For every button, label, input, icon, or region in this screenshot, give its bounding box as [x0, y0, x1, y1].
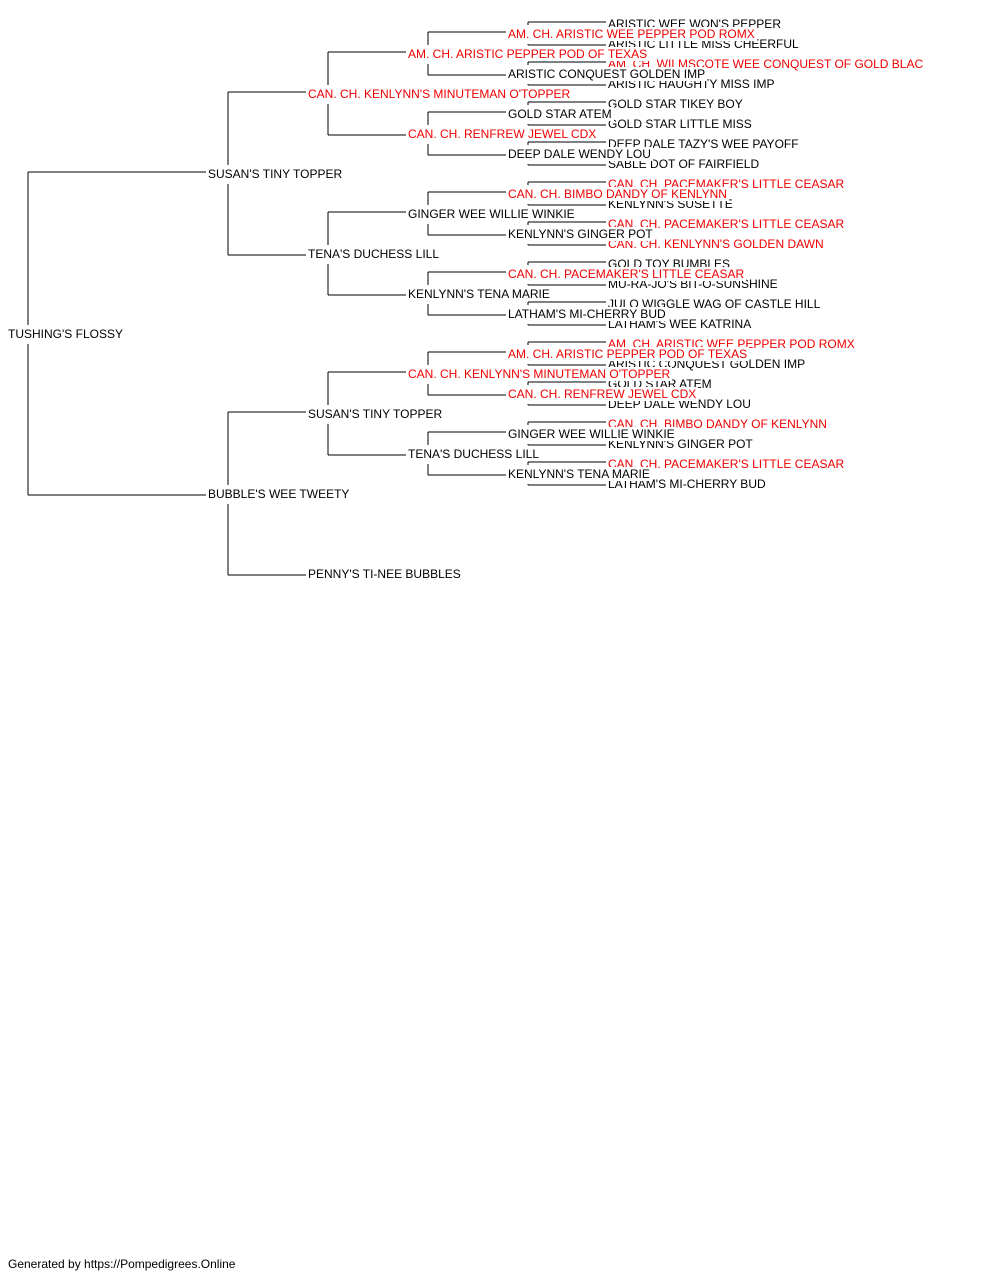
pedigree-node-pedigree.sire.sire.sire: AM. CH. ARISTIC PEPPER POD OF TEXAS [408, 47, 650, 61]
pedigree-node-pedigree.sire.sire.dam.sire: GOLD STAR ATEM [508, 107, 614, 121]
pedigree-node-pedigree.dam.sire.dam.sire: GINGER WEE WILLIE WINKIE [508, 427, 677, 441]
pedigree-node-pedigree.sire.dam: TENA'S DUCHESS LILL [308, 247, 441, 261]
pedigree-node-pedigree.sire.sire.dam.sire.dam: GOLD STAR LITTLE MISS [608, 117, 754, 131]
pedigree-node-pedigree.sire.dam.sire.sire: CAN. CH. BIMBO DANDY OF KENLYNN [508, 187, 729, 201]
pedigree-node-pedigree.sire.dam.dam: KENLYNN'S TENA MARIE [408, 287, 552, 301]
pedigree-node-pedigree.sire.dam.sire.dam: KENLYNN'S GINGER POT [508, 227, 655, 241]
footer-credit: Generated by https://Pompedigrees.Online [8, 1257, 236, 1271]
pedigree-node-pedigree.dam.sire: SUSAN'S TINY TOPPER [308, 407, 445, 421]
pedigree-node-pedigree.dam: BUBBLE'S WEE TWEETY [208, 487, 352, 501]
pedigree-node-pedigree.sire.sire.sire.dam: ARISTIC CONQUEST GOLDEN IMP [508, 67, 708, 81]
pedigree-node-pedigree.sire.sire.dam: CAN. CH. RENFREW JEWEL CDX [408, 127, 599, 141]
pedigree-node-pedigree.sire.dam.sire: GINGER WEE WILLIE WINKIE [408, 207, 577, 221]
pedigree-node-pedigree.sire.dam.sire.dam.sire: CAN. CH. PACEMAKER'S LITTLE CEASAR [608, 217, 847, 231]
pedigree-node-pedigree.sire.sire.dam.dam.sire: DEEP DALE TAZY'S WEE PAYOFF [608, 137, 801, 151]
pedigree-node-pedigree.dam.sire.sire: CAN. CH. KENLYNN'S MINUTEMAN O'TOPPER [408, 367, 673, 381]
pedigree-node-pedigree.sire.dam.dam.dam: LATHAM'S MI-CHERRY BUD [508, 307, 668, 321]
pedigree-node-pedigree.sire.dam.sire.dam.dam: CAN. CH. KENLYNN'S GOLDEN DAWN [608, 237, 826, 251]
pedigree-node-pedigree.dam.dam: PENNY'S TI-NEE BUBBLES [308, 567, 463, 581]
pedigree-node-pedigree.dam.sire.sire.dam: CAN. CH. RENFREW JEWEL CDX [508, 387, 699, 401]
pedigree-node-pedigree.sire.sire.sire.sire: AM. CH. ARISTIC WEE PEPPER POD ROMX [508, 27, 757, 41]
pedigree-node-pedigree.dam.sire.dam.dam: KENLYNN'S TENA MARIE [508, 467, 652, 481]
pedigree-node-pedigree.dam.sire.dam.dam.sire: CAN. CH. PACEMAKER'S LITTLE CEASAR [608, 457, 847, 471]
pedigree-node-pedigree.dam.sire.dam: TENA'S DUCHESS LILL [408, 447, 541, 461]
pedigree-node-pedigree.sire.sire.dam.sire.sire: GOLD STAR TIKEY BOY [608, 97, 745, 111]
pedigree-node-pedigree.sire: SUSAN'S TINY TOPPER [208, 167, 345, 181]
pedigree-node-pedigree.sire.sire.dam.dam: DEEP DALE WENDY LOU [508, 147, 653, 161]
pedigree-node-pedigree.sire.sire: CAN. CH. KENLYNN'S MINUTEMAN O'TOPPER [308, 87, 573, 101]
pedigree-node-pedigree: TUSHING'S FLOSSY [8, 327, 125, 341]
pedigree-node-pedigree.sire.dam.dam.sire: CAN. CH. PACEMAKER'S LITTLE CEASAR [508, 267, 747, 281]
pedigree-node-pedigree.dam.sire.sire.sire: AM. CH. ARISTIC PEPPER POD OF TEXAS [508, 347, 750, 361]
